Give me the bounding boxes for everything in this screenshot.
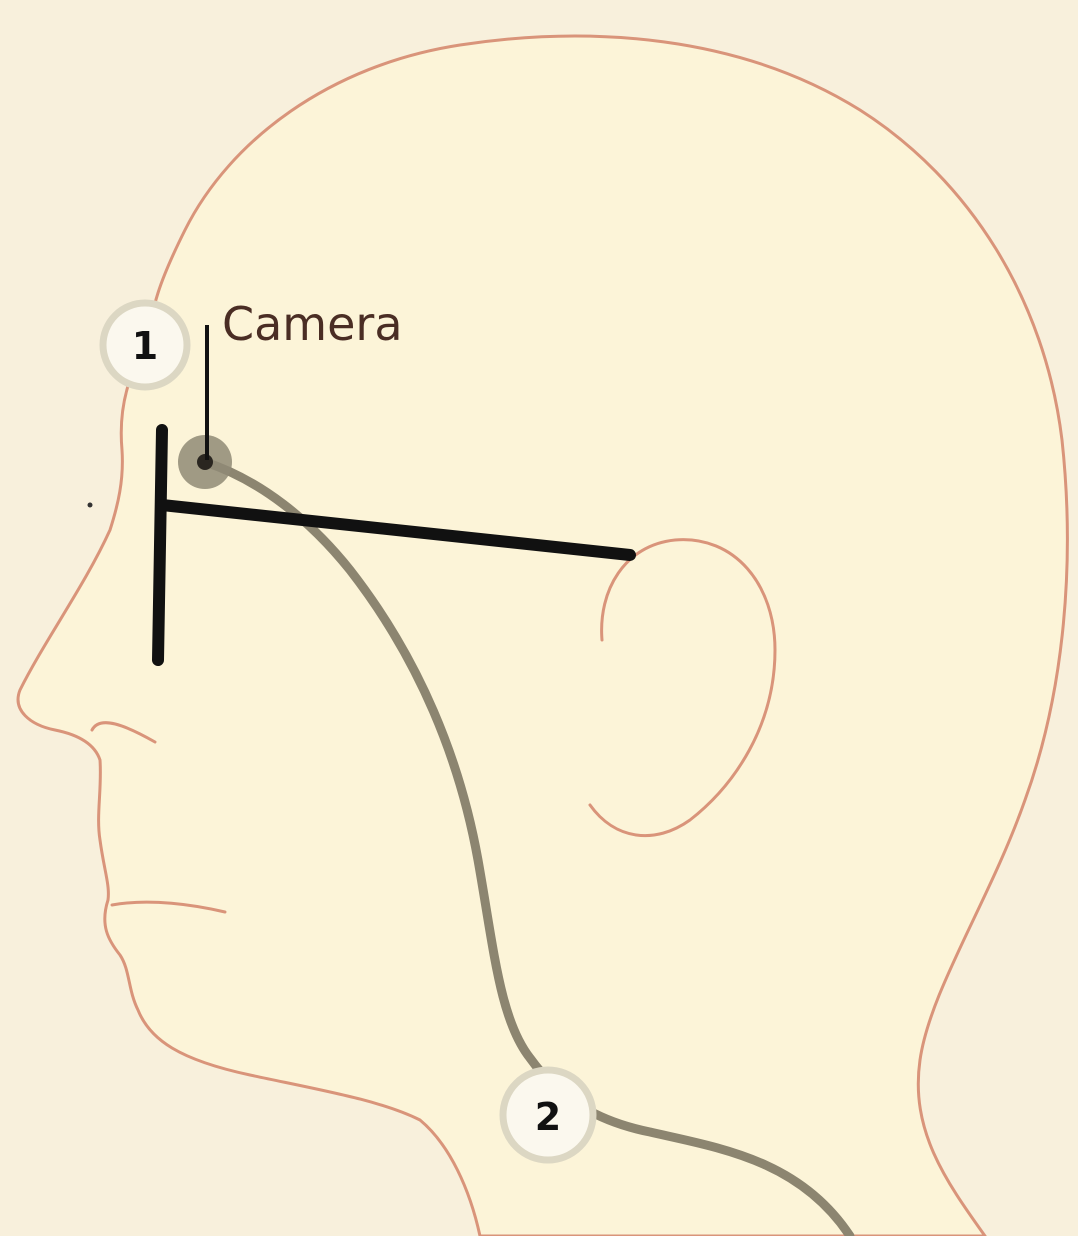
- marker-2-number: 2: [535, 1095, 561, 1139]
- stray-dot: [88, 503, 93, 508]
- marker-1-number: 1: [132, 324, 158, 368]
- marker-1: 1: [103, 303, 187, 387]
- marker-2: 2: [503, 1070, 593, 1160]
- glasses-front-frame: [158, 430, 162, 660]
- camera-label: Camera: [222, 297, 403, 351]
